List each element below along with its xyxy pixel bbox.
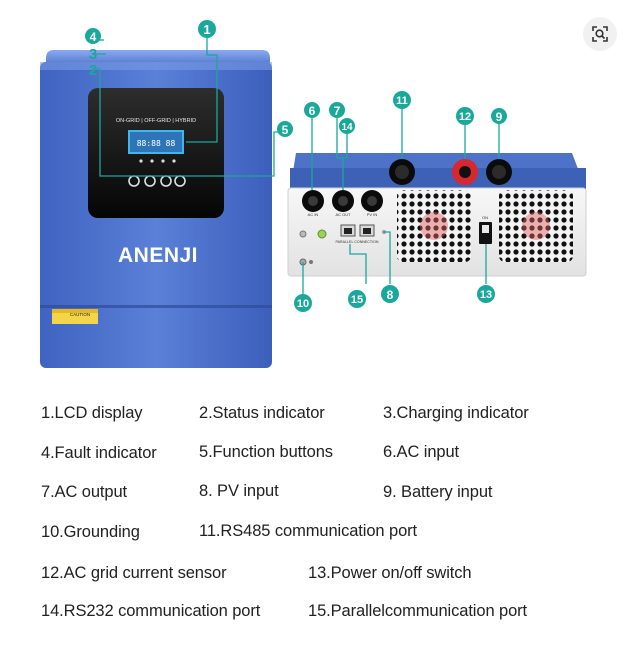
callout-8: 8 [381, 285, 399, 303]
svg-text:10: 10 [297, 298, 309, 310]
zoom-search-icon-glyph [592, 26, 608, 42]
callout-4: 4 [85, 28, 101, 44]
svg-text:15: 15 [351, 294, 363, 306]
legend-item-13: 13.Power on/off switch [308, 564, 472, 582]
parallel-ports: PARALLEL CONNECTION [336, 224, 379, 244]
svg-text:PV IN: PV IN [367, 212, 378, 217]
callout-13: 13 [477, 285, 495, 303]
legend-item-5: 5.Function buttons [199, 443, 333, 461]
callout-15: 15 [348, 290, 366, 308]
callout-lines [92, 36, 500, 294]
svg-text:9: 9 [496, 110, 503, 124]
legend-item-11: 11.RS485 communication port [199, 522, 418, 540]
legend-item-14: 14.RS232 communication port [41, 602, 261, 620]
callout-12: 12 [456, 107, 474, 125]
callout-6: 6 [304, 102, 320, 118]
callout-1: 1 [198, 20, 216, 38]
ac-out-port: AC OUT [332, 190, 354, 217]
rs485-gland [389, 159, 415, 185]
zoom-search-icon[interactable] [583, 17, 617, 51]
legend-item-1: 1.LCD display [41, 404, 143, 422]
callout-11: 11 [393, 91, 411, 109]
inverter-front: ON-GRID | OFF-GRID | HYBRID 88:88 88 ANE… [40, 50, 272, 368]
svg-text:1: 1 [203, 22, 210, 37]
callout-5: 5 [277, 121, 293, 137]
fan-grille-right [499, 190, 573, 262]
legend-item-7: 7.AC output [41, 483, 128, 501]
svg-text:11: 11 [396, 95, 408, 107]
legend-item-10: 10.Grounding [41, 523, 140, 541]
power-switch: ON [479, 215, 492, 244]
svg-text:4: 4 [90, 30, 97, 44]
legend-item-3: 3.Charging indicator [383, 404, 529, 422]
svg-text:14: 14 [341, 122, 353, 133]
svg-text:AC IN: AC IN [308, 212, 319, 217]
callout-10: 10 [294, 294, 312, 312]
legend-item-2: 2.Status indicator [199, 404, 325, 422]
svg-text:CAUTION: CAUTION [70, 312, 90, 317]
callout-9: 9 [491, 108, 507, 124]
svg-text:2: 2 [89, 62, 97, 79]
callout-2: 2 [89, 62, 97, 79]
legend-item-6: 6.AC input [383, 443, 460, 461]
legend-item-9: 9. Battery input [383, 483, 493, 501]
brand-logo: ANENJI [118, 244, 198, 267]
svg-text:PARALLEL CONNECTION: PARALLEL CONNECTION [336, 240, 379, 244]
legend-item-15: 15.Parallelcommunication port [308, 602, 528, 620]
callout-badges: 1 2 3 4 5 6 7 8 9 10 11 12 13 14 15 [85, 20, 507, 312]
callout-7: 7 [329, 102, 345, 118]
ac-in-port: AC IN [302, 190, 324, 217]
legend-item-4: 4.Fault indicator [41, 444, 157, 462]
legend-item-8: 8. PV input [199, 482, 279, 500]
svg-text:3: 3 [89, 46, 97, 63]
callout-3: 3 [89, 46, 97, 63]
mode-text: ON-GRID | OFF-GRID | HYBRID [116, 118, 196, 124]
svg-text:5: 5 [282, 123, 289, 137]
inverter-bottom-panel: AC IN AC OUT PV IN P [287, 153, 587, 277]
status-leds [139, 159, 176, 163]
battery-gland [486, 159, 512, 185]
pv-in-port: PV IN [361, 190, 383, 217]
svg-text:6: 6 [309, 104, 316, 118]
ac-grid-sensor-gland [452, 159, 478, 185]
svg-text:ON: ON [482, 215, 488, 220]
svg-text:13: 13 [480, 289, 492, 301]
svg-text:12: 12 [459, 111, 471, 123]
callout-14: 14 [339, 118, 355, 134]
legend-item-12: 12.AC grid current sensor [41, 564, 227, 582]
svg-text:7: 7 [334, 104, 341, 118]
svg-text:AC OUT: AC OUT [335, 212, 351, 217]
svg-text:88:88 88: 88:88 88 [137, 139, 176, 148]
fan-grille-left [397, 190, 471, 262]
svg-text:8: 8 [387, 288, 394, 302]
